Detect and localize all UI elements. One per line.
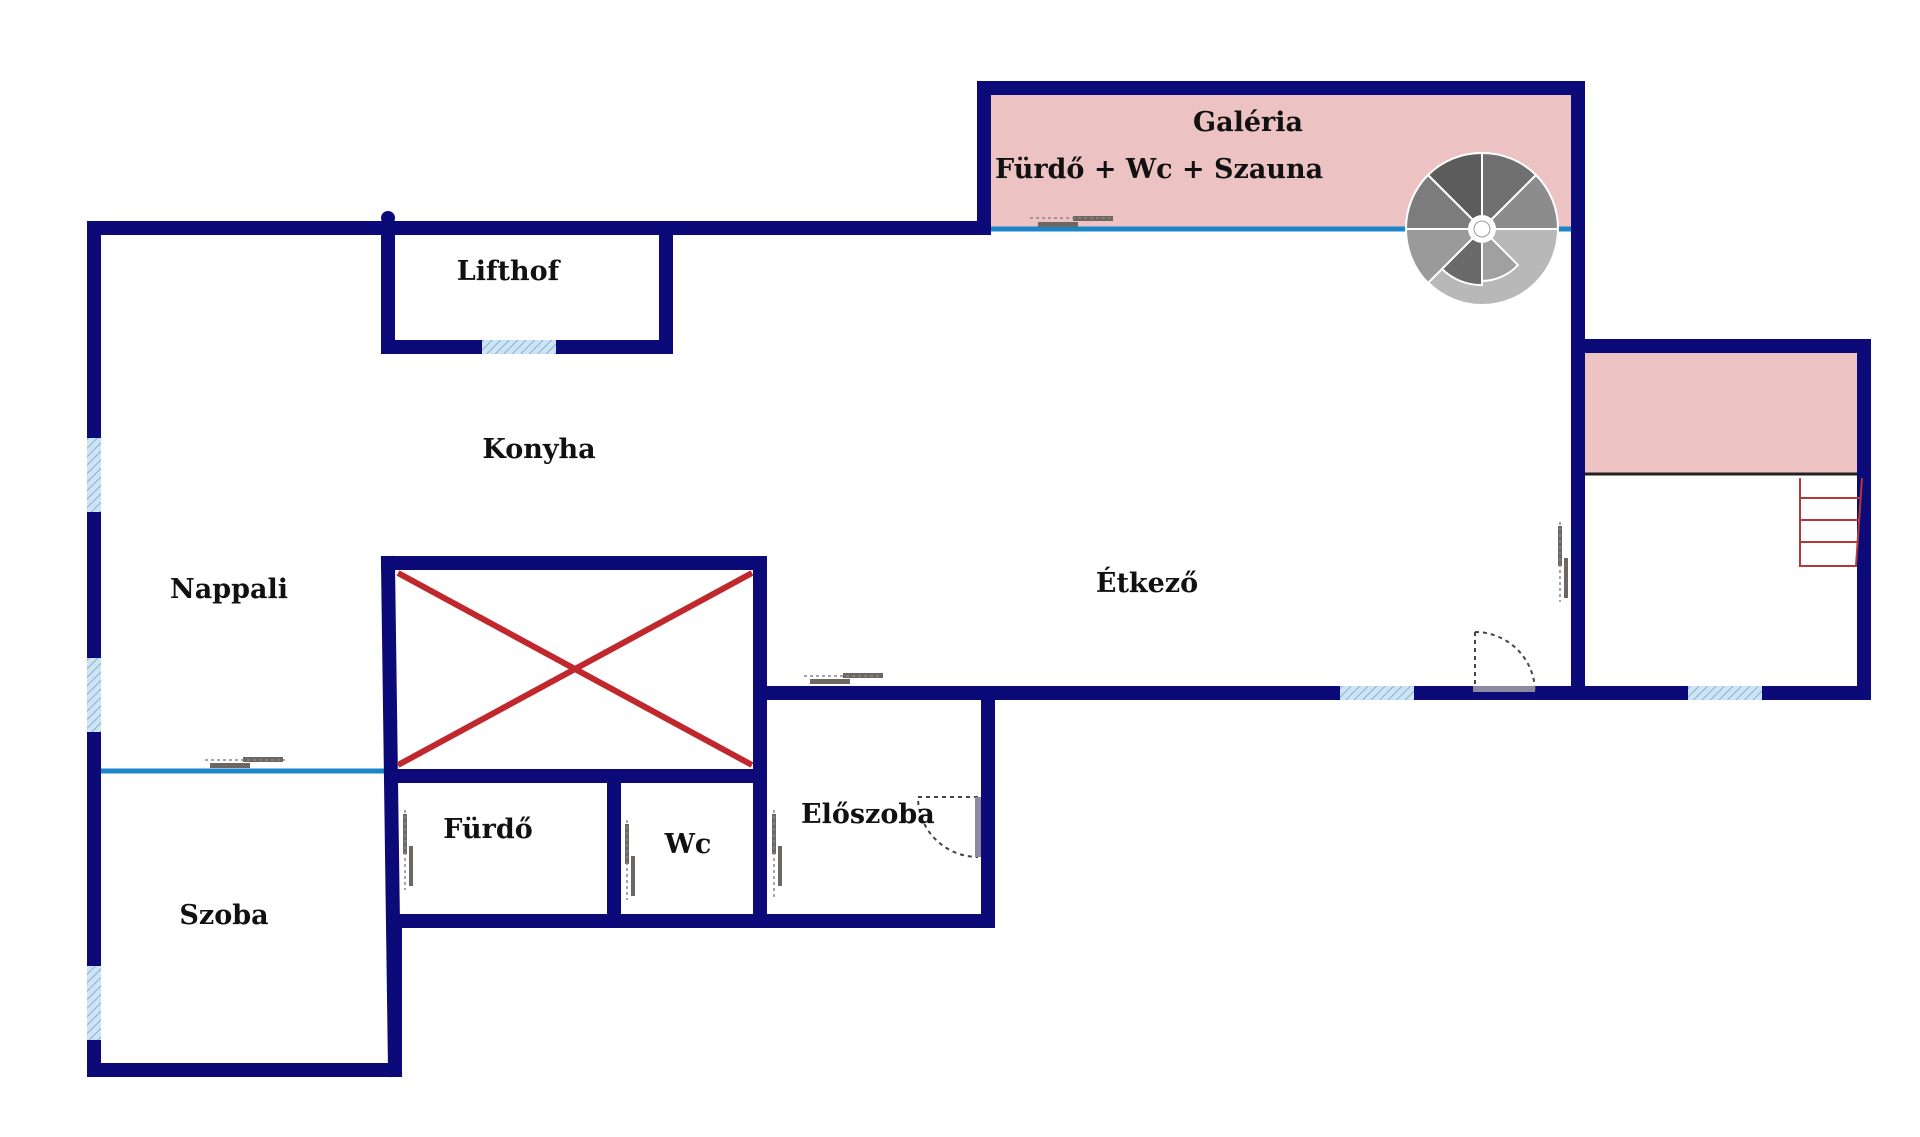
sliding-doors <box>205 216 1568 900</box>
label-konyha: Konyha <box>482 434 595 465</box>
walls <box>87 81 1871 1078</box>
spiral-staircase <box>1404 151 1560 306</box>
window-etkezo <box>1340 686 1414 700</box>
label-lifthof: Lifthof <box>457 256 562 287</box>
annex-upper-area <box>1580 353 1857 473</box>
label-galeria-sub: Fürdő + Wc + Szauna <box>995 154 1323 185</box>
label-etkezo: Étkező <box>1096 566 1198 599</box>
label-galeria: Galéria <box>1193 107 1303 138</box>
window-nappali-1 <box>87 438 101 512</box>
label-eloszoba: Előszoba <box>801 799 935 830</box>
label-nappali: Nappali <box>170 574 288 605</box>
window-nappali-2 <box>87 658 101 732</box>
windows <box>87 340 1762 1040</box>
annex-staircase <box>1799 477 1863 567</box>
window-szoba <box>87 966 101 1040</box>
label-wc: Wc <box>664 829 712 860</box>
label-furdo: Fürdő <box>443 814 532 845</box>
window-lifthof <box>482 340 556 354</box>
void-cross <box>396 570 754 768</box>
swing-doors <box>916 631 1536 858</box>
window-annex <box>1688 686 1762 700</box>
label-szoba: Szoba <box>179 900 268 931</box>
